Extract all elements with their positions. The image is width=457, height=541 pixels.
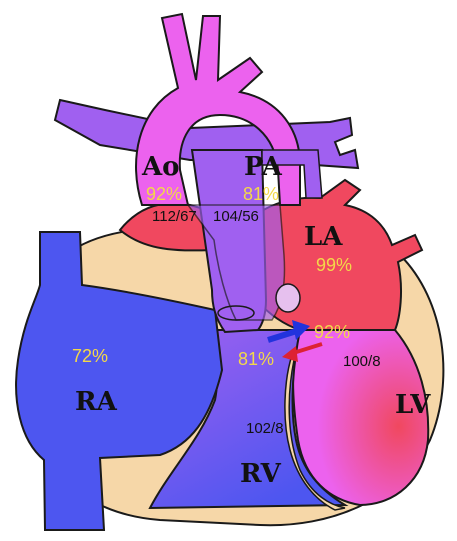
pressure-lv: 100/8 bbox=[343, 353, 381, 370]
pressure-rv: 102/8 bbox=[246, 420, 284, 437]
label-ra: RA bbox=[75, 387, 118, 417]
pressure-ao: 112/67 bbox=[152, 208, 197, 225]
saturation-pa: 81% bbox=[243, 184, 279, 204]
aortic-valve bbox=[276, 284, 300, 312]
saturation-ao: 92% bbox=[146, 184, 182, 204]
label-rv: RV bbox=[240, 459, 282, 489]
saturation-ra: 72% bbox=[72, 346, 108, 366]
label-la: LA bbox=[304, 222, 343, 252]
label-ao: Ao bbox=[141, 152, 180, 182]
label-pa: PA bbox=[244, 152, 283, 182]
saturation-la: 99% bbox=[316, 255, 352, 275]
pressure-pa: 104/56 bbox=[213, 208, 259, 225]
saturation-rv: 81% bbox=[238, 349, 274, 369]
label-lv: LV bbox=[395, 390, 431, 420]
saturation-lv: 92% bbox=[314, 322, 350, 342]
